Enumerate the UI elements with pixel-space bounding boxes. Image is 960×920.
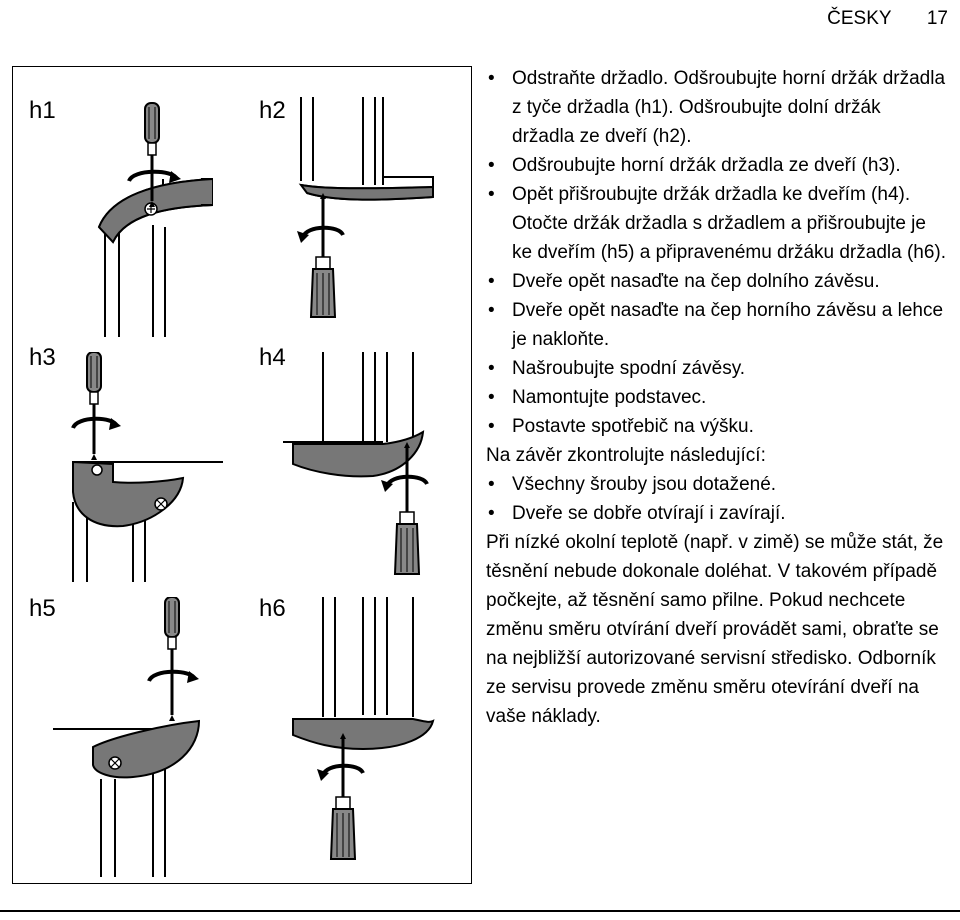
illustration-h3 xyxy=(71,352,223,582)
note-paragraph: Při nízké okolní teplotě (např. v zimě) … xyxy=(486,532,944,727)
figure-panel: h1 h2 h3 h4 h5 h6 xyxy=(12,66,472,884)
figure-label-h3: h3 xyxy=(29,344,56,371)
figure-label-h5: h5 xyxy=(29,595,56,622)
step-item: Našroubujte spodní závěsy. xyxy=(486,354,948,383)
footer-rule xyxy=(0,910,960,912)
illustration-h4 xyxy=(283,352,429,575)
illustration-h2 xyxy=(297,97,434,318)
checklist-item: Dveře se dobře otvírají i zavírají. xyxy=(486,499,948,528)
illustration-h1 xyxy=(97,102,213,337)
step-item: Postavte spotřebič na výšku. xyxy=(486,412,948,441)
step-item: Odstraňte držadlo. Odšroubujte horní drž… xyxy=(486,64,948,151)
figure-label-h4: h4 xyxy=(259,344,286,371)
step-item: Odšroubujte horní držák držadla ze dveří… xyxy=(486,151,948,180)
language-label: ČESKY xyxy=(827,8,892,29)
illustration-h6 xyxy=(292,597,435,860)
step-item: Dveře opět nasaďte na čep horního závěsu… xyxy=(486,296,948,354)
step-item: Namontujte podstavec. xyxy=(486,383,948,412)
page-number: 17 xyxy=(926,8,948,29)
steps-list: Odstraňte držadlo. Odšroubujte horní drž… xyxy=(486,64,948,441)
step-item: Dveře opět nasaďte na čep dolního závěsu… xyxy=(486,267,948,296)
illustration-h5 xyxy=(53,597,201,877)
instructions-column: Odstraňte držadlo. Odšroubujte horní drž… xyxy=(486,64,948,731)
page-header: ČESKY 17 xyxy=(827,8,948,30)
figure-label-h2: h2 xyxy=(259,97,286,124)
figure-label-h6: h6 xyxy=(259,595,286,622)
checklist: Všechny šrouby jsou dotažené. Dveře se d… xyxy=(486,470,948,528)
checklist-intro: Na závěr zkontrolujte následující: xyxy=(486,445,766,466)
figure-label-h1: h1 xyxy=(29,97,56,124)
checklist-item: Všechny šrouby jsou dotažené. xyxy=(486,470,948,499)
step-item: Opět přišroubujte držák držadla ke dveří… xyxy=(486,180,948,267)
